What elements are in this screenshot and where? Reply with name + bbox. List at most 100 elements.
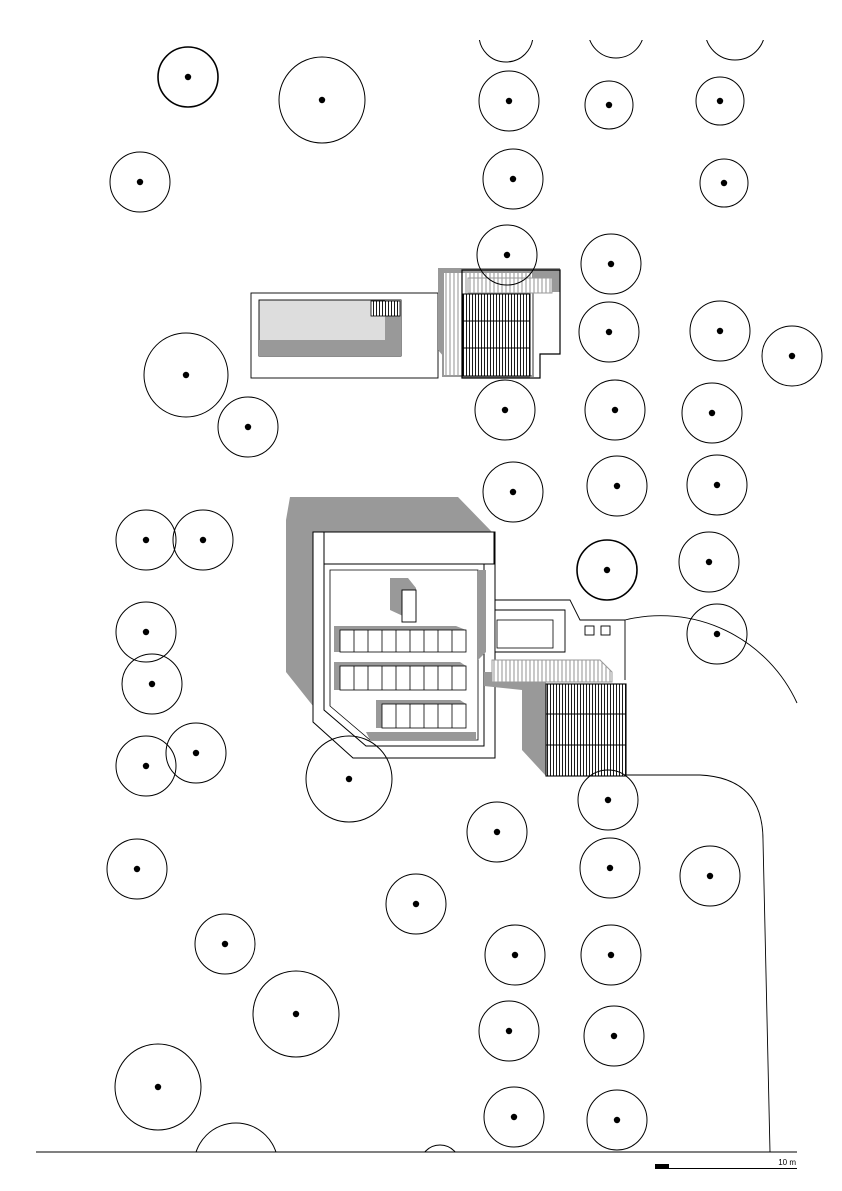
tree-trunk (606, 864, 614, 872)
scale-bar: 10 m (655, 1158, 797, 1169)
tree (761, 325, 823, 387)
tree-trunk (136, 178, 144, 186)
tree (172, 509, 234, 571)
tree-trunk (720, 179, 728, 187)
tree-trunk (493, 828, 501, 836)
bedroom-row-2 (334, 662, 467, 691)
house-inner-wall (323, 563, 485, 747)
tree-canopy (478, 1000, 540, 1062)
tree-canopy (165, 722, 227, 784)
tree-canopy (689, 300, 751, 362)
tree (478, 40, 534, 63)
tree (577, 769, 639, 831)
tree-trunk (607, 260, 615, 268)
tree-canopy (584, 80, 634, 130)
tree (699, 158, 749, 208)
annex-shadow (484, 672, 546, 776)
tree-canopy (580, 924, 642, 986)
tree (686, 454, 748, 516)
tree (706, 27, 764, 61)
tree (482, 461, 544, 523)
tree-trunk (501, 406, 509, 414)
tree-canopy (678, 531, 740, 593)
courtyard-shade-bottom (366, 732, 476, 740)
tree-canopy (578, 301, 640, 363)
outbuilding-1 (584, 625, 595, 636)
tree-trunk (716, 97, 724, 105)
tree-trunk (509, 488, 517, 496)
pool-house (438, 268, 561, 379)
tree (584, 379, 646, 441)
tree-trunk (604, 796, 612, 804)
tree (109, 151, 171, 213)
tree (586, 455, 648, 517)
tree-trunk (184, 73, 192, 81)
tree (579, 837, 641, 899)
tree-trunk (510, 1113, 518, 1121)
tree-trunk (142, 536, 150, 544)
tree-trunk (292, 1010, 300, 1018)
tree-canopy (217, 396, 279, 458)
tree-canopy (278, 56, 366, 144)
tree (476, 224, 538, 286)
tree (194, 913, 256, 975)
tree (474, 379, 536, 441)
tree-trunk (412, 900, 420, 908)
trees (106, 27, 823, 1168)
tree (143, 332, 229, 418)
tree-trunk (613, 482, 621, 490)
tree-trunk (199, 536, 207, 544)
tree (424, 1144, 456, 1152)
path-outline (495, 599, 626, 680)
tree-trunk (233, 1162, 239, 1168)
pool-house-roof (462, 293, 531, 377)
tree (106, 838, 168, 900)
tree-trunk (732, 27, 738, 33)
tree-trunk (605, 101, 613, 109)
tree (478, 1000, 540, 1062)
tree (478, 70, 540, 132)
tree-canopy (699, 158, 749, 208)
tree-trunk (505, 97, 513, 105)
tree (689, 300, 751, 362)
courtyard-shade (478, 570, 486, 660)
tree-canopy (584, 379, 646, 441)
tree (466, 801, 528, 863)
tree (695, 76, 745, 126)
walkway-outline (494, 609, 566, 653)
scale-bar-label: 10 m (778, 1158, 796, 1167)
tree-canopy (681, 382, 743, 444)
tree (115, 601, 177, 663)
tree-canopy (115, 509, 177, 571)
tree-canopy (679, 845, 741, 907)
tree (578, 301, 640, 363)
tree (584, 80, 634, 130)
tree (580, 924, 642, 986)
tree (484, 924, 546, 986)
tree-trunk (613, 27, 619, 33)
tree-trunk (613, 1116, 621, 1124)
tree-canopy (143, 332, 229, 418)
tree-canopy (114, 1043, 202, 1131)
tree (217, 396, 279, 458)
tree-canopy (589, 40, 643, 59)
driveway-curve-right (625, 774, 771, 1153)
tree-trunk (133, 865, 141, 873)
tree (583, 1005, 645, 1067)
tree-canopy (761, 325, 823, 387)
annex (484, 609, 627, 777)
tree-canopy (466, 801, 528, 863)
tree-canopy (172, 509, 234, 571)
bedroom-row-1 (334, 626, 467, 653)
tree-trunk (511, 951, 519, 959)
tree-canopy (586, 455, 648, 517)
tree (121, 653, 183, 715)
tree (165, 722, 227, 784)
tree-trunk (148, 680, 156, 688)
tree (305, 735, 393, 823)
tree-trunk (192, 749, 200, 757)
tree-canopy (586, 1089, 648, 1151)
tree-trunk (603, 566, 611, 574)
tree (252, 970, 340, 1058)
